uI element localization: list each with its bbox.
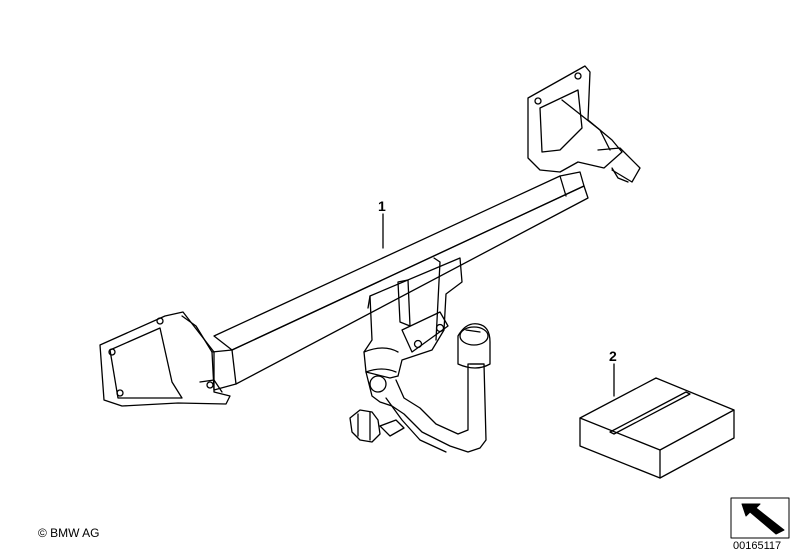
diagram-number: 00165117 (733, 540, 782, 552)
callout-1: 1 (378, 198, 386, 214)
locking-knob (349, 375, 405, 443)
arrow-icon[interactable] (730, 497, 790, 539)
copyright-text: © BMW AG (38, 526, 100, 540)
hitch-housing (363, 257, 463, 379)
callout-2: 2 (609, 348, 617, 364)
tow-arm (365, 363, 487, 453)
parts-box (579, 377, 735, 479)
cross-beam (211, 171, 589, 391)
right-mounting-bracket (527, 65, 641, 183)
tow-ball (457, 323, 491, 369)
left-mounting-bracket (99, 311, 231, 407)
